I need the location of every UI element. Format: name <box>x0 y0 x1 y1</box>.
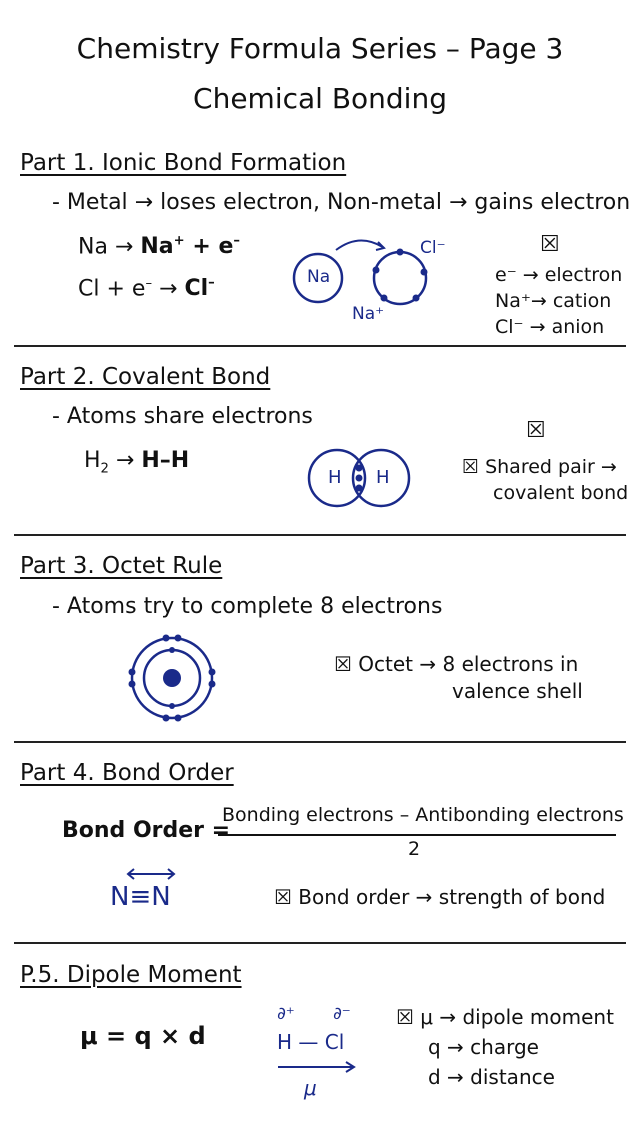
eq1-product: Na <box>140 234 174 260</box>
na-atom-icon <box>292 252 344 304</box>
n2-triple-bond: N≡N <box>110 882 171 912</box>
h-left-label: H <box>328 467 342 488</box>
divider-3 <box>14 741 626 743</box>
part1-note-2: Na⁺→ cation <box>495 290 612 312</box>
divider-2 <box>14 534 626 536</box>
part1-checkbox-icon: ☒ <box>540 232 560 257</box>
part2-note-2: covalent bond <box>493 482 629 504</box>
hcl-molecule: H — Cl <box>277 1030 345 1054</box>
na-plus-label: Na⁺ <box>352 304 385 324</box>
h-atom-right-icon <box>351 448 411 508</box>
dipole-formula: μ = q × d <box>80 1022 206 1050</box>
part2-note-1: ☒ Shared pair → <box>462 456 617 478</box>
part5-note-1: ☒ μ → dipole moment <box>396 1005 614 1029</box>
eq-hh: H–H <box>141 448 190 473</box>
part3-note-1: ☒ Octet → 8 electrons in <box>334 652 579 676</box>
eq2-product: Cl <box>184 276 209 302</box>
outer-shell-icon <box>130 636 214 720</box>
nucleus-icon <box>163 669 181 687</box>
part3-heading: Part 3. Octet Rule <box>20 553 223 579</box>
eq1-rest: + e <box>184 234 234 260</box>
ionic-transfer-diagram <box>292 239 428 306</box>
part2-heading: Part 2. Covalent Bond <box>20 364 271 390</box>
bond-order-numerator: Bonding electrons – Antibonding electron… <box>222 804 624 826</box>
part2-checkbox-icon: ☒ <box>526 418 546 443</box>
fraction-bar <box>218 834 616 836</box>
h-right-label: H <box>376 467 390 488</box>
covalent-overlap-diagram <box>307 448 411 508</box>
divider-4 <box>14 942 626 944</box>
cl-ion-label: Cl⁻ <box>420 238 446 258</box>
eq1-sup: + <box>173 234 185 249</box>
eq2-left: Cl + e <box>78 276 146 302</box>
page-subtitle: Chemical Bonding <box>193 82 447 115</box>
part1-bullet: - Metal → loses electron, Non-metal → ga… <box>52 190 631 215</box>
part1-equation-2: Cl + e– → Cl– <box>78 276 215 301</box>
part5-heading: P.5. Dipole Moment <box>20 962 242 988</box>
h-atom-left-icon <box>307 448 367 508</box>
part4-heading: Part 4. Bond Order <box>20 760 234 786</box>
bond-order-label-text: Bond Order = <box>62 818 231 843</box>
part1-heading: Part 1. Ionic Bond Formation <box>20 150 347 176</box>
part1-note-1: e⁻ → electron <box>495 264 623 286</box>
eq2-sup2: – <box>208 276 215 291</box>
divider-1 <box>14 345 626 347</box>
bond-order-denominator: 2 <box>408 838 421 860</box>
eq2-mid: → <box>152 276 185 302</box>
dipole-arrow-icon <box>278 1061 356 1073</box>
octet-atom-diagram <box>128 634 216 722</box>
eq2-sup: – <box>145 276 153 291</box>
part5-note-2: q → charge <box>428 1035 539 1059</box>
part2-equation: H2 → H–H <box>84 448 189 476</box>
resonance-double-arrow-icon <box>126 868 176 880</box>
na-atom-label: Na <box>307 267 331 287</box>
part1-equation-1: Na → Na+ + e– <box>78 234 240 259</box>
part3-note-2: valence shell <box>452 679 583 703</box>
page-title: Chemistry Formula Series – Page 3 <box>76 32 564 65</box>
electron-transfer-arrow-icon <box>335 239 385 251</box>
eq1-sup2: – <box>233 234 240 249</box>
mu-label: μ <box>304 1076 317 1100</box>
bond-order-label: Bond Order = <box>62 818 230 843</box>
part1-note-3: Cl⁻ → anion <box>495 316 605 338</box>
eq-h-sub: 2 <box>100 461 109 477</box>
eq-h: H <box>84 448 101 473</box>
part4-note: ☒ Bond order → strength of bond <box>274 885 606 909</box>
part2-bullet: - Atoms share electrons <box>52 404 313 429</box>
eq-arrow: → <box>108 448 142 473</box>
eq1-left: Na → <box>78 234 141 260</box>
delta-plus-label: ∂⁺ <box>277 1004 295 1024</box>
part5-note-3: d → distance <box>428 1065 555 1089</box>
part3-bullet: - Atoms try to complete 8 electrons <box>52 594 443 619</box>
delta-minus-label: ∂⁻ <box>333 1004 351 1024</box>
